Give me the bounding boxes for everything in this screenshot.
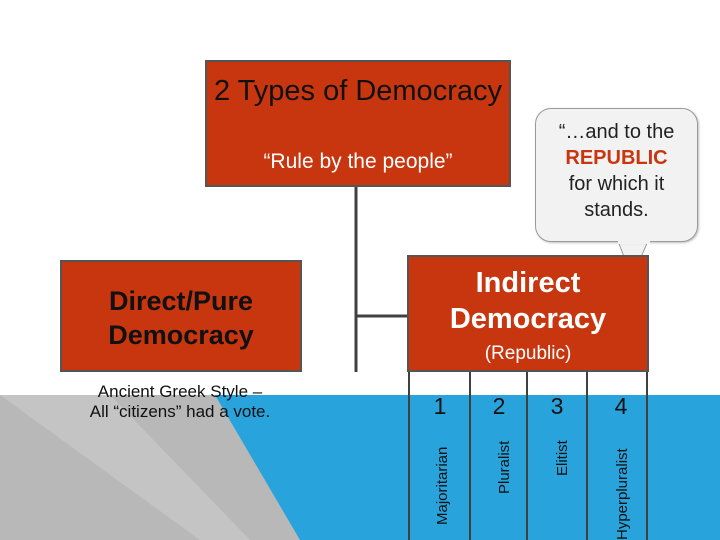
ancient-greek-line-2: All “citizens” had a vote. — [89, 402, 271, 421]
callout-line-2: REPUBLIC — [565, 147, 668, 169]
column-label-elitist: Elitist — [554, 440, 571, 476]
indirect-democracy-title-line-1: Indirect — [475, 267, 581, 299]
ancient-greek-description: Ancient Greek Style – All “citizens” had… — [65, 382, 295, 422]
column-label-majoritarian: Majoritarian — [434, 446, 451, 525]
column-number-4: 4 — [614, 393, 628, 419]
grey-background-tip — [0, 395, 250, 540]
types-of-democracy-box: 2 Types of Democracy “Rule by the people… — [205, 60, 511, 187]
top-box-subtitle: “Rule by the people” — [263, 150, 453, 173]
republic-callout: “…and to the REPUBLIC for which it stand… — [535, 108, 698, 242]
callout-line-3: for which it — [568, 173, 665, 195]
top-box-title: 2 Types of Democracy — [207, 74, 509, 108]
column-label-pluralist: Pluralist — [496, 440, 513, 494]
direct-democracy-title-line-1: Direct/Pure — [108, 286, 254, 316]
column-label-hyperpluralist: Hyperpluralist — [614, 448, 631, 540]
direct-democracy-box: Direct/Pure Democracy — [60, 260, 302, 372]
callout-pointer-mask — [618, 238, 650, 244]
column-number-1: 1 — [433, 393, 447, 419]
callout-line-1: “…and to the — [558, 121, 675, 143]
direct-democracy-title-line-2: Democracy — [108, 320, 254, 350]
indirect-democracy-title-line-2: Democracy — [449, 303, 607, 335]
top-box-title-text: 2 Types of Democracy — [214, 75, 502, 107]
indirect-democracy-title: Indirect Democracy — [409, 265, 647, 337]
column-number-3: 3 — [550, 393, 564, 419]
direct-democracy-title: Direct/Pure Democracy — [62, 284, 300, 352]
column-number-2: 2 — [492, 393, 506, 419]
indirect-democracy-box: Indirect Democracy (Republic) — [407, 255, 649, 372]
ancient-greek-line-1: Ancient Greek Style – — [97, 382, 263, 401]
callout-line-4: stands. — [584, 199, 649, 221]
indirect-democracy-subtitle: (Republic) — [484, 343, 572, 364]
